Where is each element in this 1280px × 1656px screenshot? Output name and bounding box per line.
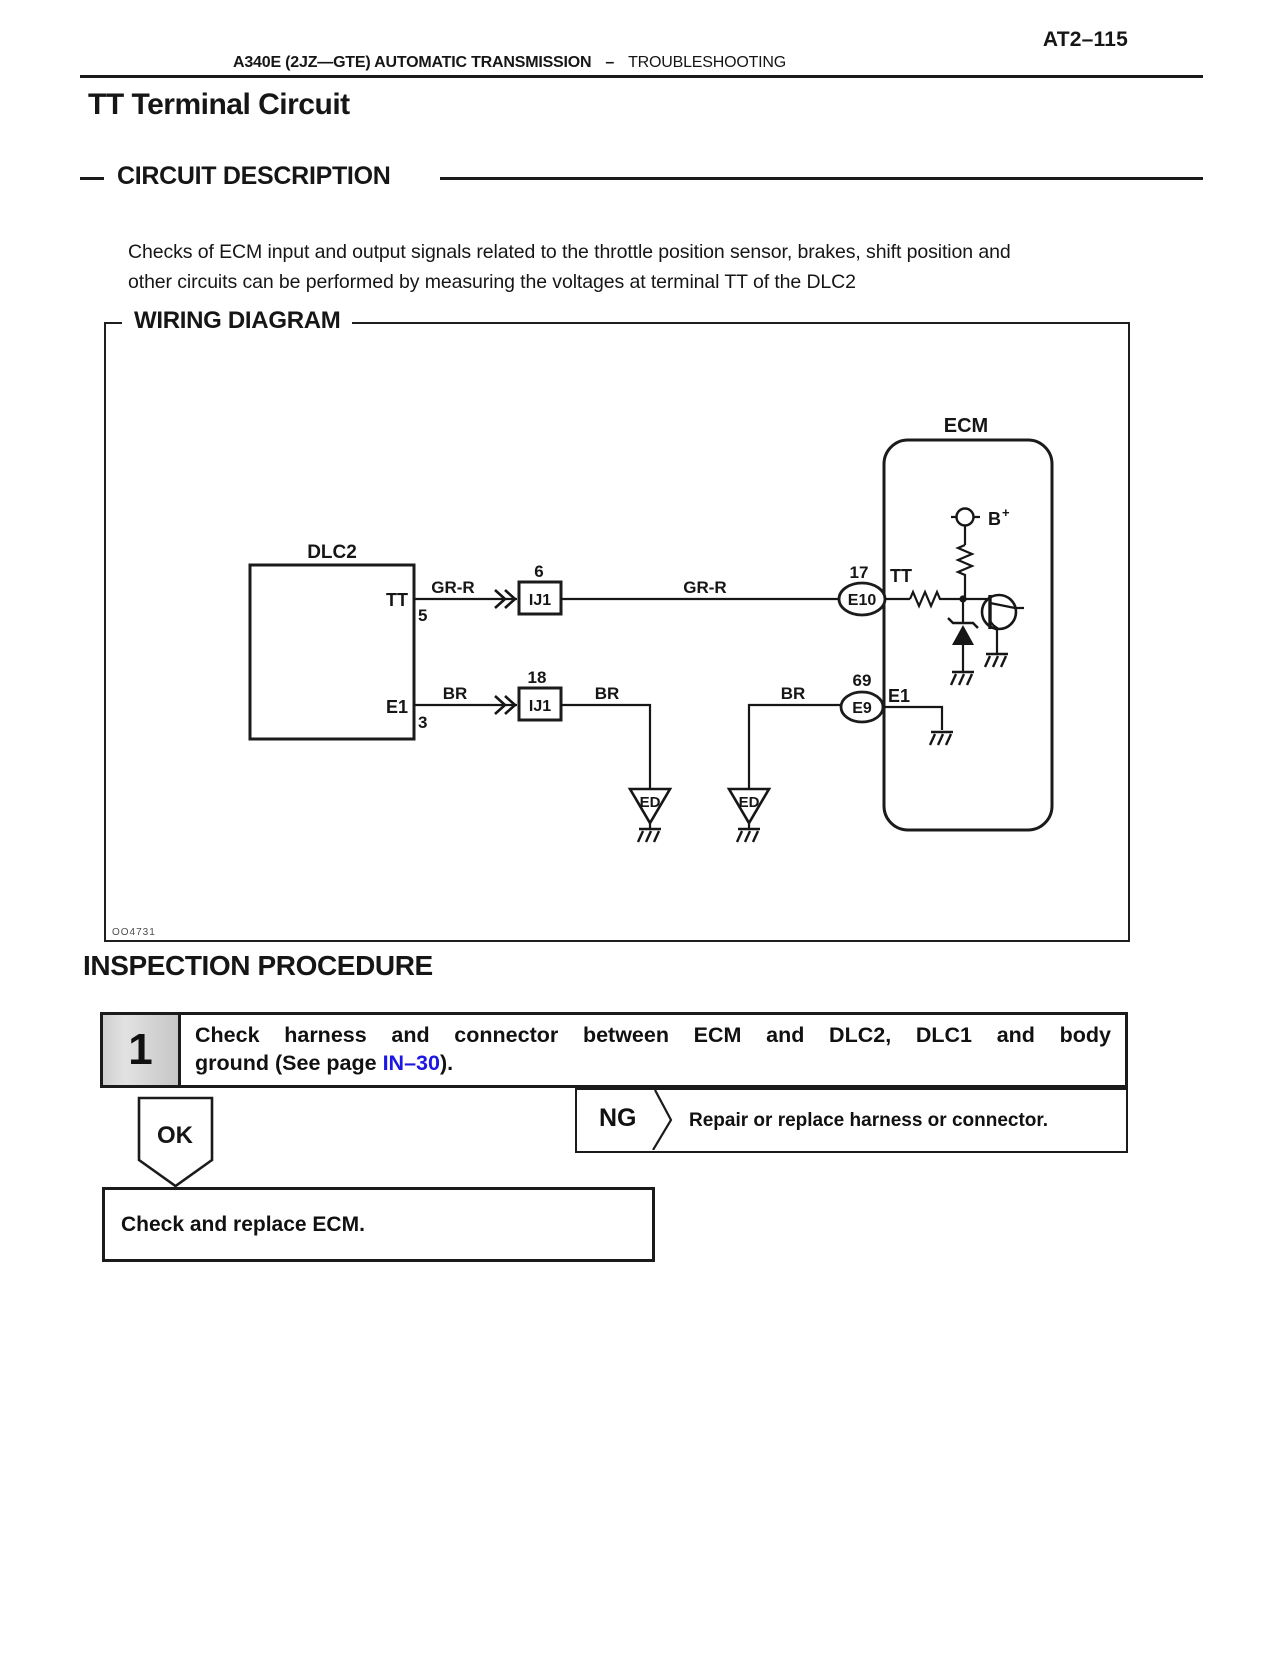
ground-icon	[735, 827, 762, 844]
ed-ground-triangle-1	[627, 787, 673, 826]
step-line2-prefix: ground (See page	[195, 1051, 383, 1075]
header-separator: –	[605, 54, 615, 71]
header-rule	[80, 75, 1203, 78]
wire-br-to-ecm-e1	[747, 703, 842, 789]
connector-e9-pin: 69	[853, 671, 872, 690]
ecm-label: ECM	[944, 415, 988, 437]
ground-icon	[636, 827, 663, 844]
ecm-box	[882, 438, 1054, 832]
step-instruction-line2: ground (See page IN–30).	[195, 1049, 1111, 1077]
junction-ij1-pin-2: 18	[528, 668, 547, 687]
battery-terminal-icon	[955, 507, 975, 527]
step-1-box: 1 Check harness and connector between EC…	[100, 1012, 1128, 1088]
wiring-diagram-panel: WIRING DIAGRAM OO4731 DLC2 TT 5 E1 3 GR-…	[104, 307, 1130, 942]
connector-e10-label: E10	[848, 592, 877, 609]
battery-label: B	[988, 509, 1001, 529]
dlc2-e1-terminal: E1	[386, 697, 408, 717]
ed-ground-label-2: ED	[739, 794, 760, 811]
ng-result-text: Repair or replace harness or connector.	[689, 1109, 1049, 1131]
splice-arrows-icon	[494, 589, 517, 609]
splice-arrows-icon	[494, 695, 517, 715]
body-line-1: Checks of ECM input and output signals r…	[128, 241, 1011, 263]
circuit-description-body: Checks of ECM input and output signals r…	[128, 237, 1148, 297]
ok-arrow: OK	[137, 1096, 214, 1188]
step-instruction: Check harness and connector between ECM …	[181, 1015, 1125, 1085]
junction-ij1-pin-1: 6	[534, 562, 543, 581]
ecm-tt-terminal: TT	[890, 566, 912, 586]
wire-color-grr-2: GR-R	[683, 578, 726, 597]
ecm-e1-terminal: E1	[888, 686, 910, 706]
page-number: AT2–115	[1042, 28, 1128, 51]
dlc2-tt-terminal: TT	[386, 590, 408, 610]
ground-icon	[983, 652, 1010, 669]
wire-color-br-2: BR	[595, 684, 620, 703]
body-line-2: other circuits can be performed by measu…	[128, 271, 856, 293]
ng-chevron-icon	[652, 1090, 673, 1150]
dlc2-tt-pin: 5	[418, 606, 427, 625]
connector-e9-label: E9	[852, 700, 872, 717]
battery-plus-sup: +	[1002, 505, 1010, 520]
connector-e10-pin: 17	[850, 563, 869, 582]
resistor-tt-icon	[908, 589, 990, 609]
wiring-diagram: DLC2 TT 5 E1 3 GR-R IJ1 6 GR-R BR IJ1 18…	[248, 415, 1054, 844]
circuit-description-heading: CIRCUIT DESCRIPTION	[117, 162, 391, 190]
ed-ground-label-1: ED	[640, 794, 661, 811]
wiring-diagram-heading: WIRING DIAGRAM	[122, 307, 353, 335]
zener-diode-icon	[952, 625, 974, 645]
ng-label: NG	[599, 1104, 637, 1132]
running-header: A340E (2JZ—GTE) AUTOMATIC TRANSMISSION –…	[233, 54, 786, 72]
transistor-icon	[980, 593, 1018, 631]
page-link-in30[interactable]: IN–30	[382, 1051, 440, 1075]
wire-color-br-1: BR	[443, 684, 468, 703]
ground-icon	[928, 730, 955, 747]
junction-ij1-label-1: IJ1	[529, 592, 551, 609]
final-action-text: Check and replace ECM.	[121, 1212, 365, 1236]
final-action-box: Check and replace ECM.	[102, 1187, 655, 1262]
dlc2-box	[248, 563, 416, 741]
wire-color-grr-1: GR-R	[431, 578, 474, 597]
ok-label: OK	[157, 1122, 194, 1149]
step-instruction-line1: Check harness and connector between ECM …	[195, 1023, 1111, 1047]
zener-cathode-bar	[947, 617, 979, 629]
page-title: TT Terminal Circuit	[88, 88, 350, 121]
ng-result-box: NG Repair or replace harness or connecto…	[575, 1088, 1128, 1153]
step-number: 1	[103, 1015, 181, 1085]
wire-e1-internal	[883, 705, 944, 730]
wire-br-to-ground1	[561, 703, 652, 789]
dlc2-label: DLC2	[307, 542, 357, 563]
inspection-procedure-heading: INSPECTION PROCEDURE	[83, 950, 433, 981]
figure-code: OO4731	[112, 927, 156, 938]
dlc2-e1-pin: 3	[418, 713, 427, 732]
junction-ij1-label-2: IJ1	[529, 698, 551, 715]
ground-icon	[949, 670, 976, 687]
wire-color-br-3: BR	[781, 684, 806, 703]
ed-ground-triangle-2	[726, 787, 772, 826]
header-section: TROUBLESHOOTING	[628, 54, 786, 71]
step-line2-suffix: ).	[439, 1051, 454, 1075]
resistor-pullup-icon	[955, 543, 975, 599]
heading-rule-right	[440, 177, 1203, 180]
manual-title: A340E (2JZ—GTE) AUTOMATIC TRANSMISSION	[233, 54, 592, 71]
heading-dash-left	[80, 177, 104, 180]
